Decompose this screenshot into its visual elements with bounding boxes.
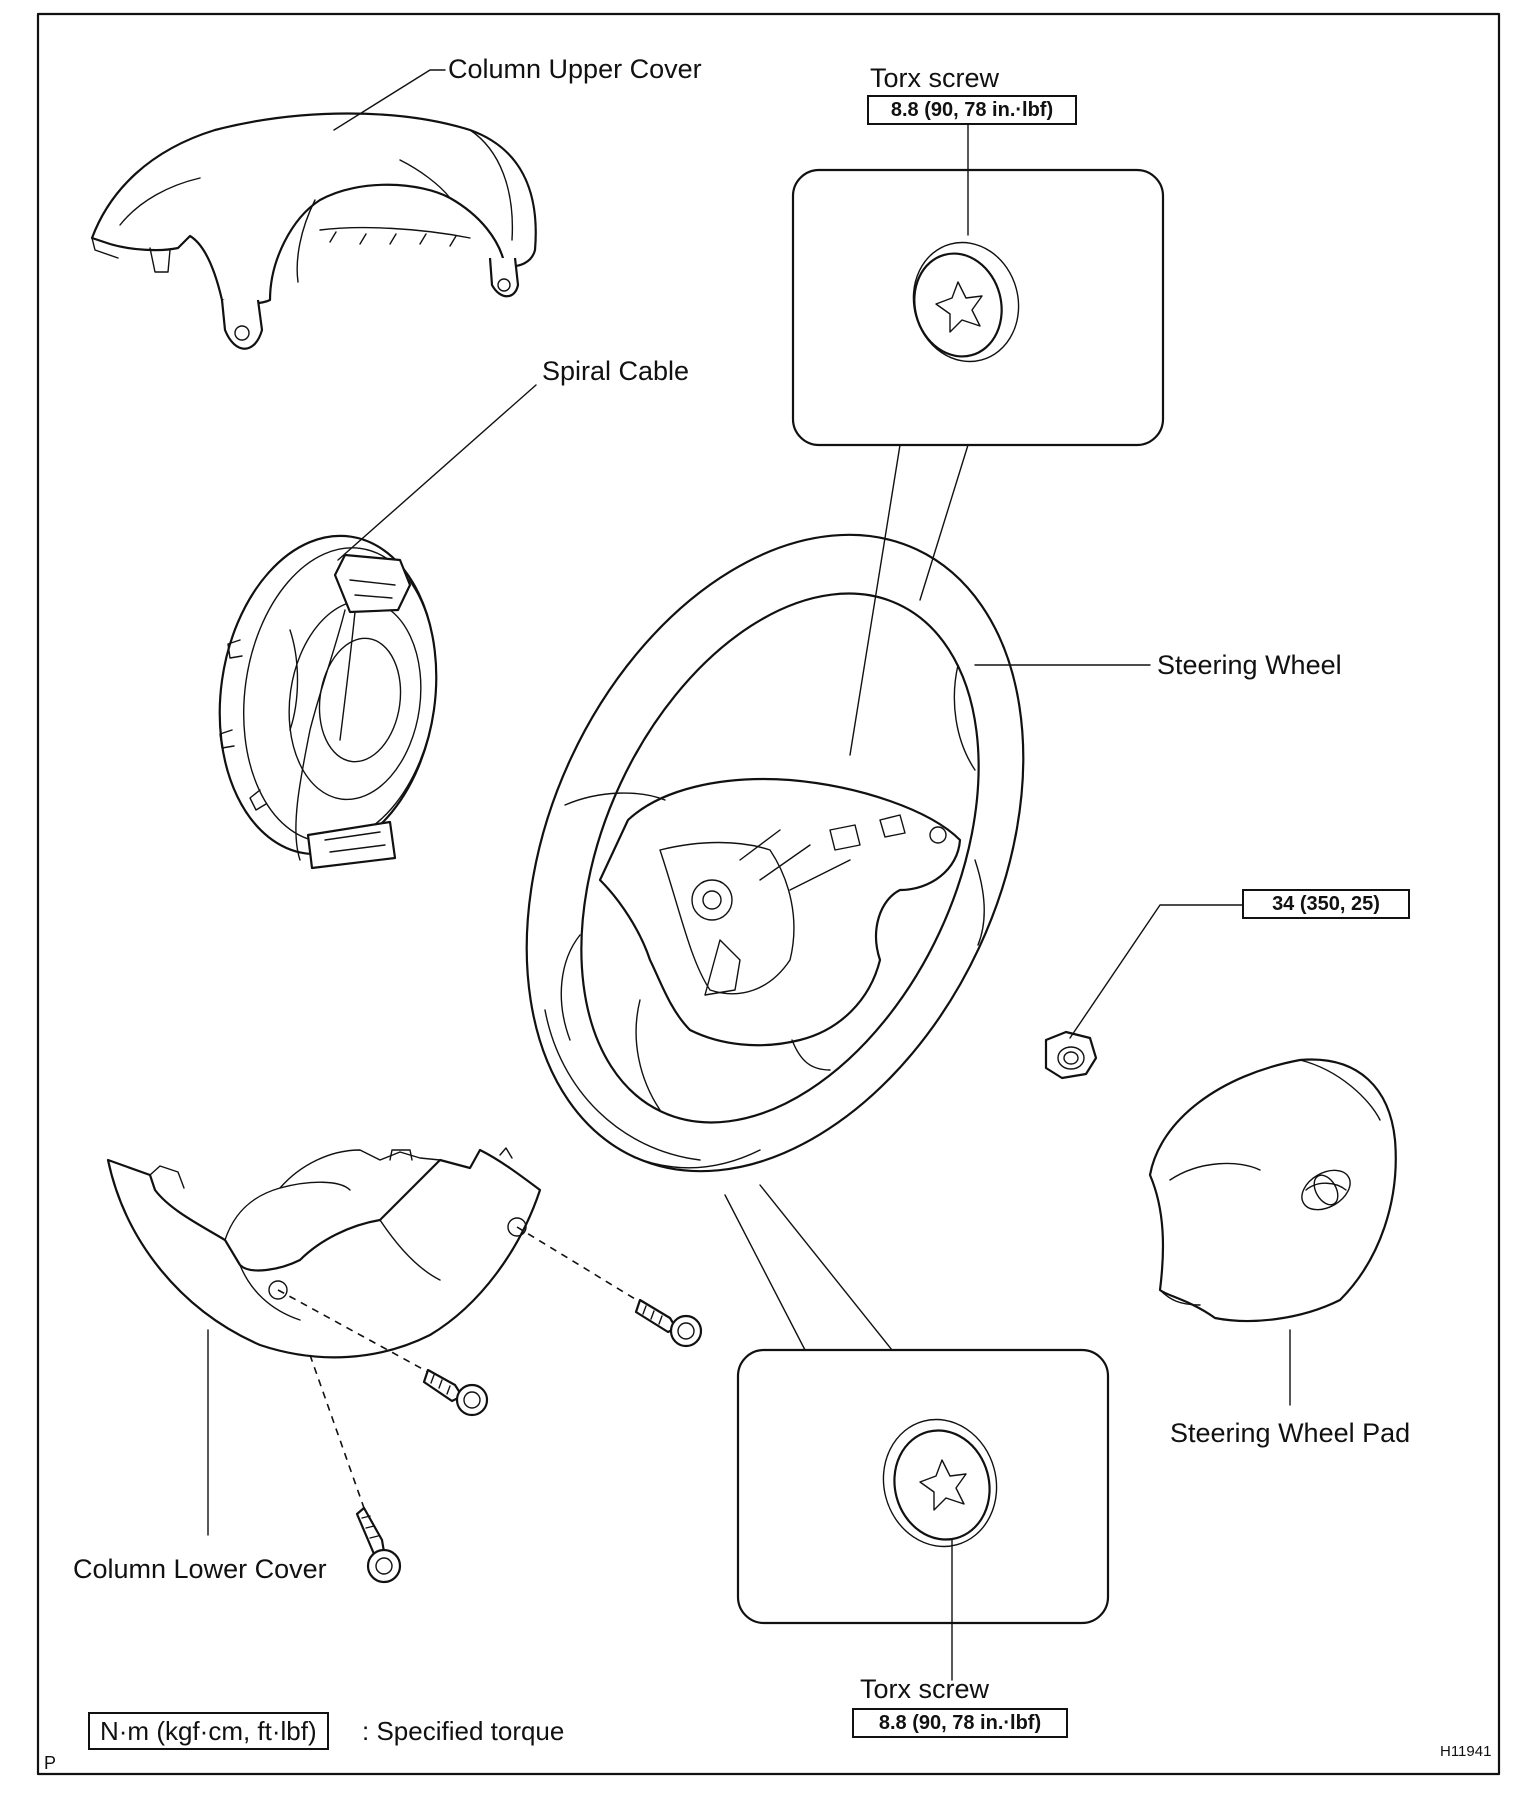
screw-middle xyxy=(422,1368,489,1417)
torx-bottom-torque-badge: 8.8 (90, 78 in.·lbf) xyxy=(852,1708,1068,1738)
figure-id: H11941 xyxy=(1440,1743,1492,1760)
screw-bottom xyxy=(355,1506,402,1584)
figure-frame xyxy=(36,12,1501,1776)
nut-torque-badge: 34 (350, 25) xyxy=(1242,889,1410,919)
legend-unit-box: N·m (kgf·cm, ft·lbf) xyxy=(88,1712,329,1750)
steering-wheel-pad-label: Steering Wheel Pad xyxy=(1170,1418,1411,1448)
spiral-cable-drawing xyxy=(218,534,438,870)
steering-wheel-drawing xyxy=(525,533,1025,1173)
screw-right xyxy=(634,1298,703,1348)
legend-description: : Specified torque xyxy=(362,1716,565,1746)
column-lower-cover-label: Column Lower Cover xyxy=(73,1554,327,1584)
installation-guides xyxy=(277,1226,641,1509)
spiral-cable-label: Spiral Cable xyxy=(542,356,690,386)
torx-screw-bottom-label: Torx screw xyxy=(860,1674,990,1704)
leader-lines xyxy=(207,69,1291,1681)
column-upper-cover-label: Column Upper Cover xyxy=(448,54,702,84)
nut-drawing xyxy=(1044,1030,1098,1080)
torx-top-torque-badge: 8.8 (90, 78 in.·lbf) xyxy=(867,95,1077,125)
column-lower-cover-drawing xyxy=(106,1147,542,1359)
torx-detail-bottom xyxy=(736,1348,1110,1625)
column-upper-cover-drawing xyxy=(90,112,537,350)
torx-detail-top xyxy=(791,168,1165,447)
torx-screw-top-label: Torx screw xyxy=(870,63,1000,93)
steering-wheel-pad-drawing xyxy=(1148,1058,1397,1323)
corner-mark: P xyxy=(44,1753,57,1773)
steering-wheel-label: Steering Wheel xyxy=(1157,650,1342,680)
